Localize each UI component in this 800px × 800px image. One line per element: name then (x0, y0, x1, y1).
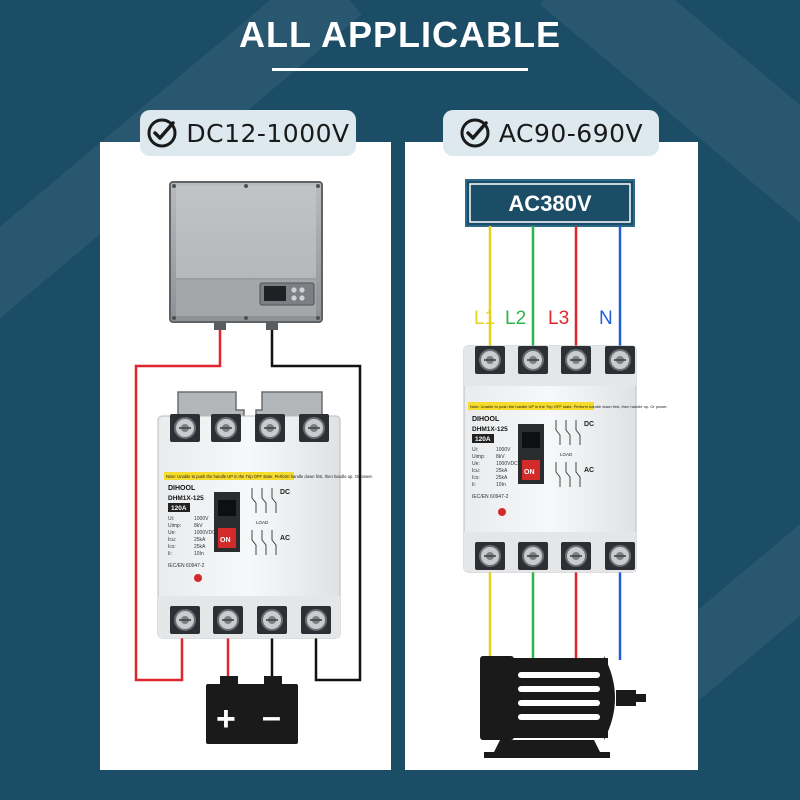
dc-voltage-label: DC12-1000V (186, 118, 350, 148)
ac-voltage-label: AC90-690V (498, 118, 644, 148)
title-underline (272, 68, 528, 71)
dc-panel (100, 142, 391, 770)
check-circle-icon (147, 118, 177, 148)
page-title: ALL APPLICABLE (238, 14, 561, 55)
check-circle-icon (460, 118, 490, 148)
ac-panel (405, 142, 698, 770)
ac-voltage-badge: AC90-690V (443, 110, 659, 156)
dc-voltage-badge: DC12-1000V (140, 110, 356, 156)
